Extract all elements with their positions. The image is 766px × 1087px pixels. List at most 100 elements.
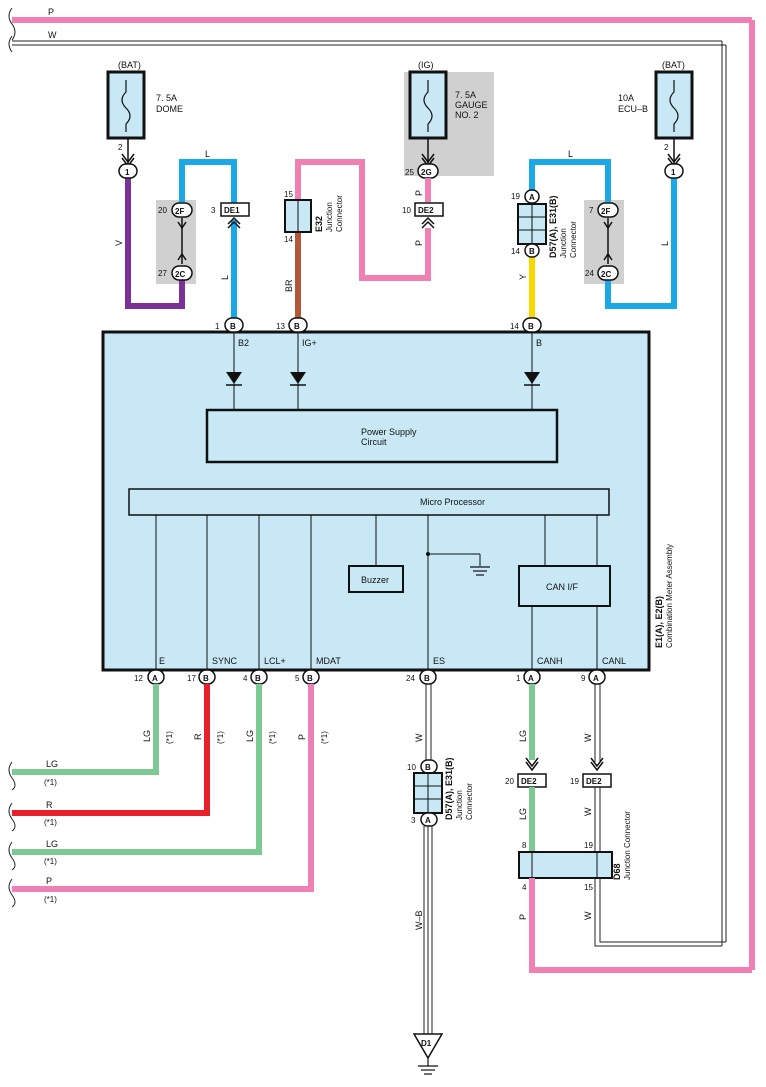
pin-label: 25 [405,168,414,177]
connector-arrow-icon [525,757,539,772]
terminal-label: SYNC [212,656,238,666]
top-trunk: P W [8,7,755,970]
connector-pin-label: B [424,674,430,683]
connector-pin-label: B [230,322,236,331]
wire-label: R [193,733,203,740]
micro-processor-block [128,488,610,516]
wire-label: W [583,733,593,742]
terminal-label: MDAT [316,656,341,666]
connector-pin-label: B [528,322,534,331]
connector-pin-label: 1 [671,168,676,177]
pin-label: 24 [406,674,415,683]
pin-label: 1 [516,674,521,683]
connector-desc: Junction [455,790,464,820]
pin-label: 4 [522,883,527,892]
meter-title: E1(A), E2(B) [654,596,664,648]
connector-arrow-icon [227,216,241,229]
pin-label: 9 [581,674,586,683]
power-supply-label2: Circuit [361,437,387,447]
upper-right-circuit: 19 A 14 B D57(A), E31(B) Junction Connec… [511,138,684,318]
wire-label: W [583,807,593,816]
connector-pin [524,243,540,258]
pin-label: 2 [118,143,123,152]
connector-pin-label: A [593,674,599,683]
buzzer-label: Buzzer [361,575,389,585]
combination-meter: B 1 B 13 B 14 B2 IG+ B Power Supply Circ… [101,317,674,672]
wire-p-3 [12,684,314,892]
pin-label: 4 [243,674,248,683]
wire-label: LG [142,730,152,742]
connector-pin [588,669,606,685]
pin-label: 2 [664,143,669,152]
connector-label: DE2 [586,777,602,786]
wire-l-right-top [529,159,611,202]
meter-bottom-pins: A 12 B 17 B 4 B 5 B 24 A 1 A 9 [134,669,606,685]
pin-label: 14 [284,235,293,244]
wire-p-to-trunk [529,878,752,973]
connector-pin-label: 1 [125,168,130,177]
wire-w-to-trunk-b [599,878,726,943]
fuse-right-source: (BAT) [662,60,685,70]
break-mark-top [8,7,16,41]
wire-label: BR [284,279,294,292]
label-p-top: P [48,7,54,17]
connector-pin [420,812,438,827]
meter-subtitle: Combination Meter Assembly [665,544,674,648]
wire-label: P [297,734,307,740]
connector-label: DE1 [224,206,240,215]
wire-note: (*1) [44,895,57,904]
pin-label: 15 [284,190,293,199]
pin-label: 17 [187,674,196,683]
connector-box [220,202,250,217]
diode-icon [524,372,540,384]
arrow-icon [603,221,613,261]
wire-label: W–B [414,910,424,930]
wire-label: LG [518,808,528,820]
can-bus: LG W 20 DE2 19 DE2 LG W 8 19 4 15 D68 Ju… [505,684,752,973]
fuse-middle-rating: 7. 5A [455,90,476,100]
connector-desc: Junction [559,228,568,258]
terminal-label: ES [433,656,445,666]
connector-desc: Connector [335,195,344,232]
es-ground-path: W B 10 A 3 D57(A), E31(B) Junction Conne… [407,684,474,1075]
fuse-left-source: (BAT) [118,60,141,70]
pin-label: 15 [584,883,593,892]
connector-box [414,202,444,217]
arrow-icon [177,221,187,261]
diode-icon [290,372,306,384]
fuse-left-rating: 7. 5A [156,93,177,103]
break-mark [8,802,16,832]
wire-label: W [583,911,593,920]
buzzer-block [348,565,404,593]
upper-middle-circuit: 15 14 E32 Junction Connector BR 25 2G 10… [284,138,444,318]
wire-note: (*1) [268,731,277,744]
ground-icon [470,566,490,576]
connector-name: D57(A), E31(B) [444,757,454,820]
wire-label: L [660,241,670,246]
terminal-label: LCL+ [264,656,286,666]
wire-lg-1 [12,684,159,775]
connector-pin-label: A [528,674,534,683]
break-mark [8,878,16,908]
junction-d68 [518,851,613,879]
wire-label: LG [46,759,58,769]
wire-note: (*1) [44,857,57,866]
pin-label: 19 [511,192,520,201]
connector-name: D68 [612,863,622,880]
wire-note: (*1) [216,731,225,744]
fuse-left: (BAT) 7. 5A DOME [106,60,183,140]
wire-label: L [205,149,210,159]
break-mark [8,841,16,871]
fuse-left-name: DOME [156,104,183,114]
connector-desc: Junction Connector [623,811,632,880]
connector-desc: Junction [325,202,334,232]
wire-l-right-loop [605,178,677,309]
pin-label: 20 [158,206,167,215]
connector-pin [118,163,138,179]
pin-label: 14 [510,322,519,331]
pin-label: 13 [276,322,285,331]
connector-pin-label: B [307,674,313,683]
fuse-right-name: ECU–B [618,104,648,114]
connector-name: D57(A), E31(B) [548,195,558,258]
ground-point-icon [412,1033,444,1060]
